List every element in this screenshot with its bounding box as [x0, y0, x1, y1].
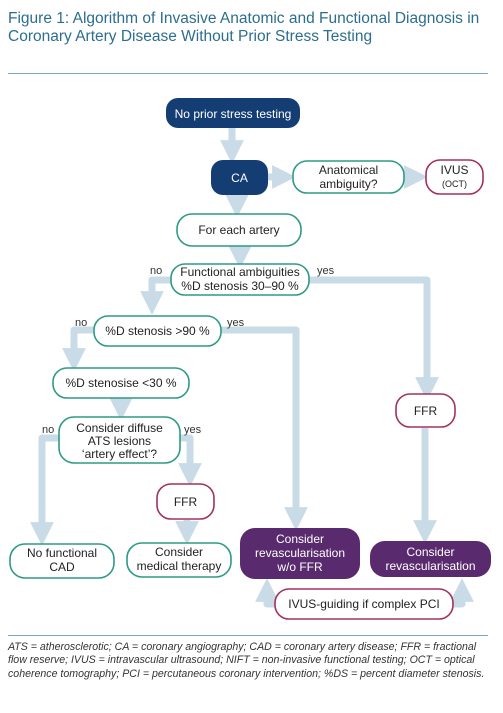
label-s90-no: no [75, 317, 87, 329]
svg-text:revascularisation: revascularisation [385, 559, 475, 573]
figure-title: Figure 1: Algorithm of Invasive Anatomic… [8, 10, 480, 45]
svg-text:Functional ambiguities: Functional ambiguities [180, 265, 299, 279]
label-functional-yes: yes [317, 265, 335, 277]
svg-text:medical therapy: medical therapy [137, 559, 222, 573]
svg-text:CA: CA [231, 171, 248, 185]
arrow-diffuse-yes [178, 434, 202, 487]
title-divider [8, 73, 488, 74]
svg-text:%D stenosis >90 %: %D stenosis >90 % [105, 324, 210, 338]
arrow-ivusguide-reva [450, 578, 474, 608]
figure-caption: ATS = atherosclerotic; CA = coronary ang… [8, 641, 485, 680]
label-diffuse-yes: yes [184, 424, 202, 436]
node-consider-diffuse-ats: Consider diffuse ATS lesions ‘artery eff… [58, 416, 181, 464]
label-functional-no: no [150, 265, 162, 277]
svg-text:FFR: FFR [174, 495, 198, 509]
node-ffr-right: FFR [395, 393, 456, 428]
node-anatomical-ambiguity: Anatomical ambiguity? [292, 160, 405, 194]
node-for-each-artery: For each artery [176, 213, 302, 247]
node-consider-revascularisation-without-ffr: Consider revascularisation w/o FFR [240, 528, 360, 579]
svg-text:ambiguity?: ambiguity? [319, 177, 377, 191]
arrow-functional-yes [309, 276, 439, 401]
node-ca: CA [211, 160, 268, 195]
node-stenosis-under-30: %D stenosise <30 % [52, 367, 190, 399]
node-stenosis-over-90: %D stenosis >90 % [93, 315, 222, 347]
svg-text:%D stenosise <30 %: %D stenosise <30 % [65, 376, 176, 390]
svg-text:(OCT): (OCT) [442, 179, 467, 189]
svg-text:revascularisation: revascularisation [255, 546, 345, 560]
svg-text:No prior stress testing: No prior stress testing [175, 107, 292, 121]
svg-text:w/o FFR: w/o FFR [276, 560, 323, 574]
node-ffr-left: FFR [156, 483, 215, 520]
node-ivus-oct: IVUS (OCT) [425, 159, 484, 195]
svg-text:FFR: FFR [414, 404, 438, 418]
svg-text:Anatomical: Anatomical [319, 163, 378, 177]
svg-text:Consider diffuse: Consider diffuse [76, 421, 163, 435]
arrow-s90-no [62, 326, 94, 372]
label-diffuse-no: no [42, 424, 54, 436]
svg-text:Consider: Consider [406, 545, 454, 559]
arrow-s90-yes [221, 326, 308, 531]
svg-text:ATS lesions: ATS lesions [88, 434, 151, 448]
node-consider-revascularisation: Consider revascularisation [370, 541, 491, 577]
svg-text:For each artery: For each artery [198, 223, 279, 237]
label-s90-yes: yes [227, 317, 245, 329]
caption-divider [8, 635, 488, 636]
svg-text:IVUS: IVUS [440, 163, 468, 177]
arrow-diffuse-no [30, 434, 59, 546]
node-functional-ambiguities: Functional ambiguities %D stenosis 30–90… [170, 263, 310, 296]
node-no-functional-cad: No functional CAD [9, 543, 115, 579]
arrow-functional-no [140, 276, 171, 315]
svg-text:Consider: Consider [155, 545, 203, 559]
svg-text:%D stenosis 30–90 %: %D stenosis 30–90 % [181, 279, 299, 293]
svg-text:Consider: Consider [276, 532, 324, 546]
svg-text:CAD: CAD [49, 560, 75, 574]
svg-text:IVUS-guiding if complex PCI: IVUS-guiding if complex PCI [288, 597, 439, 611]
node-consider-medical-therapy: Consider medical therapy [126, 542, 232, 578]
svg-text:No functional: No functional [27, 546, 97, 560]
svg-text:‘artery effect’?: ‘artery effect’? [82, 447, 157, 461]
node-no-prior-stress-testing: No prior stress testing [166, 98, 300, 128]
arrow-ivusguide-revawo [255, 578, 279, 608]
node-ivus-guiding: IVUS-guiding if complex PCI [274, 588, 454, 620]
